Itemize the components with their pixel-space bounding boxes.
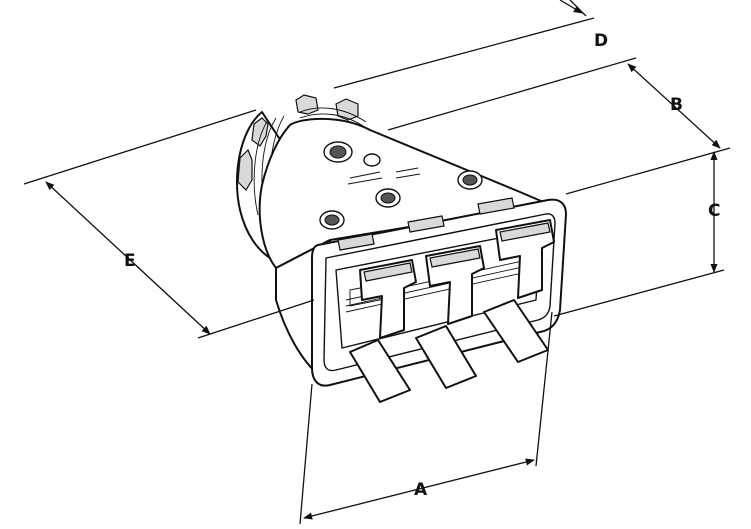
- connector-body: [235, 94, 567, 403]
- logo-marking: [347, 167, 421, 185]
- frame-tabs: [337, 197, 515, 251]
- dimension-e: E: [23, 109, 315, 339]
- dimension-label-e: E: [124, 251, 136, 271]
- screw-holes: [319, 141, 483, 230]
- dimension-label-d: D: [594, 31, 608, 51]
- dimension-label-a: A: [414, 480, 428, 500]
- dimension-label-c: C: [708, 201, 720, 221]
- dimension-label-b: B: [670, 95, 683, 115]
- contact-blades: [349, 219, 555, 403]
- dimension-c: C: [553, 151, 725, 317]
- dimension-b: B: [387, 57, 731, 195]
- dimension-a: A: [299, 311, 553, 525]
- dimension-d: D: [333, 0, 608, 89]
